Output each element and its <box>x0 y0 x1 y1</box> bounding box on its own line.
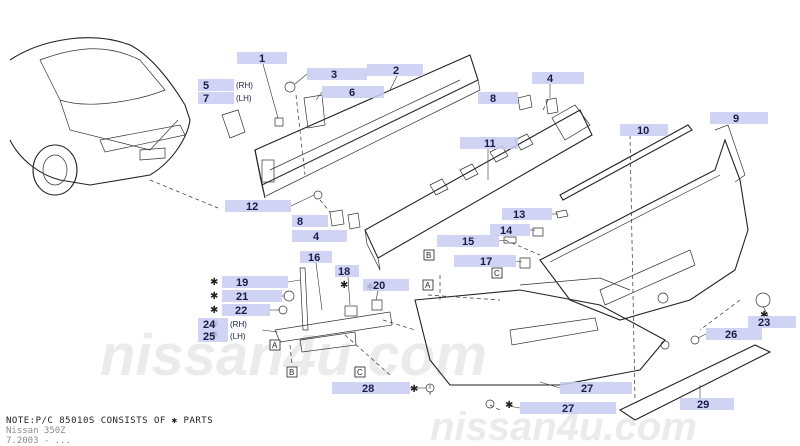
callout-27a: 27 <box>581 383 593 395</box>
svg-text:A: A <box>425 281 431 290</box>
svg-text:✱: ✱ <box>505 400 513 411</box>
svg-text:C: C <box>357 368 363 377</box>
callout-28: 28 <box>362 383 374 395</box>
callout-27b: 27 <box>562 403 574 415</box>
bumper-reinforcement <box>254 54 481 199</box>
callout-4b: 4 <box>313 231 320 243</box>
callout-16: 16 <box>308 252 320 264</box>
lower-bumper <box>414 277 666 386</box>
callout-5: 5 <box>203 80 209 92</box>
callout-24: 24 <box>203 319 216 331</box>
svg-text:✱: ✱ <box>210 305 218 316</box>
svg-text:C: C <box>494 269 500 278</box>
callout-9: 9 <box>733 113 739 125</box>
garnish-strip <box>559 124 693 201</box>
callout-3: 3 <box>331 69 337 81</box>
svg-text:✱: ✱ <box>210 277 218 288</box>
lh-tag-2: (LH) <box>230 332 246 341</box>
diffuser <box>618 344 772 421</box>
lh-tag: (LH) <box>236 94 252 103</box>
callout-labels: 1 2 3 4 4 5 (RH) 7 (LH) 6 8 8 9 10 11 12… <box>198 52 796 415</box>
svg-text:A: A <box>272 341 278 350</box>
car-outline <box>9 37 219 209</box>
callout-18: 18 <box>338 266 350 278</box>
callout-26: 26 <box>725 329 737 341</box>
bumper-fascia <box>539 124 749 321</box>
callout-25: 25 <box>203 331 215 343</box>
callout-4a: 4 <box>547 73 554 85</box>
rh-tag-2: (RH) <box>230 320 247 329</box>
rh-tag: (RH) <box>236 81 253 90</box>
callout-2: 2 <box>393 65 399 77</box>
svg-text:✱: ✱ <box>410 384 418 395</box>
callout-7: 7 <box>203 93 209 105</box>
callout-17: 17 <box>480 256 492 268</box>
svg-text:✱: ✱ <box>760 310 768 321</box>
callout-22: 22 <box>235 305 247 317</box>
footer-model: Nissan 350Z <box>6 426 66 436</box>
callout-8a: 8 <box>490 93 496 105</box>
parts-note: NOTE:P/C 85010S CONSISTS OF ✱ PARTS <box>6 416 213 426</box>
callout-23: 23 <box>758 317 770 329</box>
callout-14: 14 <box>500 225 513 237</box>
callout-12: 12 <box>246 201 258 213</box>
energy-absorber <box>364 104 593 271</box>
assembly-lines <box>289 94 741 411</box>
callout-10: 10 <box>637 125 649 137</box>
callout-6: 6 <box>349 87 355 99</box>
reference-boxes: A B C A B C <box>269 249 503 378</box>
callout-19: 19 <box>236 277 248 289</box>
svg-text:B: B <box>426 251 431 260</box>
callout-13: 13 <box>513 209 525 221</box>
callout-11: 11 <box>484 138 496 150</box>
callout-15: 15 <box>462 236 474 248</box>
callout-29: 29 <box>697 399 709 411</box>
svg-text:✱: ✱ <box>340 280 348 291</box>
callout-21: 21 <box>236 291 248 303</box>
callout-1: 1 <box>259 53 265 65</box>
footer-date: 7.2003 - ... <box>6 436 71 446</box>
callout-8b: 8 <box>297 216 303 228</box>
svg-text:✱: ✱ <box>210 291 218 302</box>
callout-20: 20 <box>373 280 385 292</box>
svg-text:B: B <box>289 368 294 377</box>
